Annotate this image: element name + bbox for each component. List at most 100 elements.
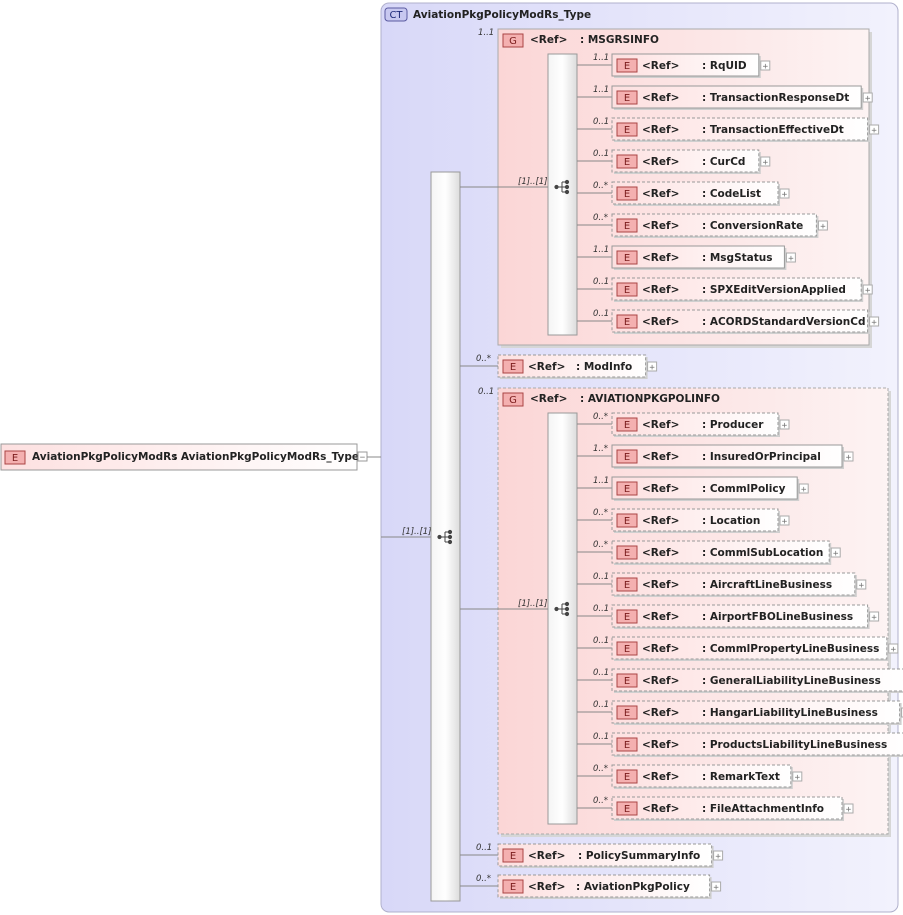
- aviationpkgpolinfo-child-badge: [616, 449, 638, 464]
- aviationpkgpolinfo-child-badge: [616, 545, 638, 560]
- policysummaryinfo-element-expand-toggle[interactable]: [713, 850, 724, 861]
- root-element-box[interactable]: [0, 443, 358, 471]
- aviationpkgpolinfo-child-expand-icon: +: [795, 773, 801, 783]
- aviationpkgpolinfo-child-badge: [616, 737, 638, 752]
- aviationpkgpolicy-cardinality: 0..*: [476, 874, 491, 884]
- aviationpkgpolinfo-child-name: : FileAttachmentInfo: [702, 803, 824, 815]
- aviationpkgpolicy-element-badge-text: E: [510, 882, 516, 893]
- root-element-type: : AviationPkgPolicyModRs_Type: [173, 451, 359, 463]
- msgrsinfo-child-expand-toggle[interactable]: [817, 220, 828, 231]
- aviationpkgpolinfo-child-cardinality: 1..*: [593, 444, 608, 454]
- aviationpkgpolinfo-child-expand-toggle[interactable]: [856, 579, 867, 590]
- aviationpkgpolinfo-child-badge: [616, 513, 638, 528]
- modinfo-element-expand-icon: +: [649, 363, 655, 373]
- aviationpkgpolinfo-child-badge: [616, 577, 638, 592]
- aviationpkgpolinfo-child-cardinality: 0..*: [593, 764, 608, 774]
- msgrsinfo-child[interactable]: [611, 85, 862, 109]
- aviationpkgpolinfo-child[interactable]: [611, 444, 843, 468]
- msgrsinfo-sequence-cardinality: [1]..[1]: [518, 177, 547, 187]
- aviationpkgpolinfo-child-name: : InsuredOrPrincipal: [702, 451, 821, 463]
- msgrsinfo-child-expand-toggle[interactable]: [869, 124, 880, 135]
- msgrsinfo-child-expand-toggle[interactable]: [862, 92, 873, 103]
- msgrsinfo-child-badge: [616, 154, 638, 169]
- aviationpkgpolinfo-child-cardinality: 0..*: [593, 508, 608, 518]
- aviationpkgpolinfo-child-badge-text: E: [624, 452, 630, 463]
- ct-badge-text: CT: [389, 10, 403, 21]
- msgrsinfo-child-cardinality: 1..1: [593, 245, 609, 255]
- msgrsinfo-child-badge-text: E: [624, 285, 630, 296]
- msgrsinfo-child-expand-toggle[interactable]: [760, 156, 771, 167]
- msgrsinfo-child[interactable]: [611, 117, 869, 141]
- root-element-name: AviationPkgPolicyModRs: [32, 451, 177, 463]
- msgrsinfo-child-expand-toggle[interactable]: [869, 316, 880, 327]
- aviationpkgpolinfo-child[interactable]: [611, 764, 792, 788]
- aviationpkgpolinfo-child[interactable]: [611, 604, 869, 628]
- msgrsinfo-child[interactable]: [611, 309, 869, 333]
- msgrsinfo-child[interactable]: [611, 245, 785, 269]
- msgrsinfo-child[interactable]: [611, 213, 817, 237]
- msgrsinfo-child-cardinality: 1..1: [593, 53, 609, 63]
- aviationpkgpolinfo-child-expand-toggle[interactable]: [830, 547, 841, 558]
- modinfo-element-expand-toggle[interactable]: [647, 361, 658, 372]
- aviationpkgpolinfo-child-expand-icon: +: [846, 805, 852, 815]
- aviationpkgpolinfo-child-expand-toggle[interactable]: [779, 419, 790, 430]
- aviationpkgpolinfo-child[interactable]: [611, 540, 830, 564]
- aviationpkgpolinfo-child[interactable]: [611, 572, 856, 596]
- msgrsinfo-child[interactable]: [611, 277, 862, 301]
- aviationpkgpolinfo-child[interactable]: [611, 668, 903, 692]
- msgrsinfo-child-expand-toggle[interactable]: [862, 284, 873, 295]
- msgrsinfo-child-cardinality: 0..1: [593, 149, 609, 159]
- msgrsinfo-child-expand-icon: +: [788, 254, 794, 264]
- msgrsinfo-child-name: : RqUID: [702, 60, 747, 72]
- aviationpkgpolinfo-child-cardinality: 0..1: [593, 732, 609, 742]
- msgrsinfo-child[interactable]: [611, 53, 760, 77]
- msgrsinfo-child-expand-toggle[interactable]: [760, 60, 771, 71]
- aviationpkgpolinfo-child[interactable]: [611, 732, 903, 756]
- aviationpkgpolinfo-child-name: : AircraftLineBusiness: [702, 579, 832, 591]
- msgrsinfo-child-expand-toggle[interactable]: [779, 188, 790, 199]
- aviationpkgpolinfo-child-badge: [616, 417, 638, 432]
- aviationpkgpolinfo-child-expand-toggle[interactable]: [901, 707, 903, 718]
- aviationpkgpolinfo-child-ref: <Ref>: [642, 483, 679, 495]
- msgrsinfo-child[interactable]: [611, 181, 779, 205]
- msgrsinfo-child-expand-icon: +: [763, 62, 769, 72]
- aviationpkgpolinfo-child-expand-toggle[interactable]: [843, 451, 854, 462]
- aviationpkgpolicy-element-expand-toggle[interactable]: [711, 881, 722, 892]
- msgrsinfo-child-badge: [616, 122, 638, 137]
- modinfo-element[interactable]: [497, 354, 647, 378]
- aviationpkgpolinfo-child-expand-toggle[interactable]: [843, 803, 854, 814]
- aviationpkgpolinfo-child[interactable]: [611, 476, 798, 500]
- aviationpkgpolinfo-child-name: : CommlPolicy: [702, 483, 786, 495]
- aviationpkgpolicy-element[interactable]: [497, 874, 711, 898]
- msgrsinfo-child-badge-text: E: [624, 317, 630, 328]
- msgrsinfo-group-badge: [502, 33, 524, 48]
- aviationpkgpolinfo-child[interactable]: [611, 508, 779, 532]
- aviationpkgpolinfo-child[interactable]: [611, 700, 901, 724]
- aviationpkgpolinfo-child-ref: <Ref>: [642, 739, 679, 751]
- aviationpkgpolinfo-group-ref: <Ref>: [530, 393, 567, 405]
- aviationpkgpolinfo-child-expand-toggle[interactable]: [798, 483, 809, 494]
- aviationpkgpolinfo-child[interactable]: [611, 796, 843, 820]
- aviationpkgpolinfo-child-expand-toggle[interactable]: [888, 643, 899, 654]
- msgrsinfo-child-badge-text: E: [624, 61, 630, 72]
- aviationpkgpolinfo-child[interactable]: [611, 636, 888, 660]
- aviationpkgpolinfo-group-badge: [502, 392, 524, 407]
- aviationpkgpolinfo-child-expand-toggle[interactable]: [792, 771, 803, 782]
- aviationpkgpolinfo-child-badge-text: E: [624, 516, 630, 527]
- msgrsinfo-child-ref: <Ref>: [642, 156, 679, 168]
- msgrsinfo-child-expand-toggle[interactable]: [785, 252, 796, 263]
- msgrsinfo-child[interactable]: [611, 149, 760, 173]
- aviationpkgpolinfo-child-expand-toggle[interactable]: [779, 515, 790, 526]
- aviationpkgpolinfo-child-badge-text: E: [624, 484, 630, 495]
- aviationpkgpolinfo-child-badge-text: E: [624, 420, 630, 431]
- aviationpkgpolinfo-child-expand-toggle[interactable]: [869, 611, 880, 622]
- msgrsinfo-child-ref: <Ref>: [642, 252, 679, 264]
- aviationpkgpolicy-element-badge: [502, 879, 524, 894]
- msgrsinfo-child-name: : TransactionResponseDt: [702, 92, 849, 104]
- msgrsinfo-child-cardinality: 0..*: [593, 213, 608, 223]
- aviationpkgpolinfo-sequence-icon: [554, 601, 570, 617]
- aviationpkgpolinfo-child[interactable]: [611, 412, 779, 436]
- aviationpkgpolinfo-child-cardinality: 0..*: [593, 540, 608, 550]
- policysummaryinfo-element[interactable]: [497, 843, 713, 867]
- aviationpkgpolinfo-child-name: : HangarLiabilityLineBusiness: [702, 707, 878, 719]
